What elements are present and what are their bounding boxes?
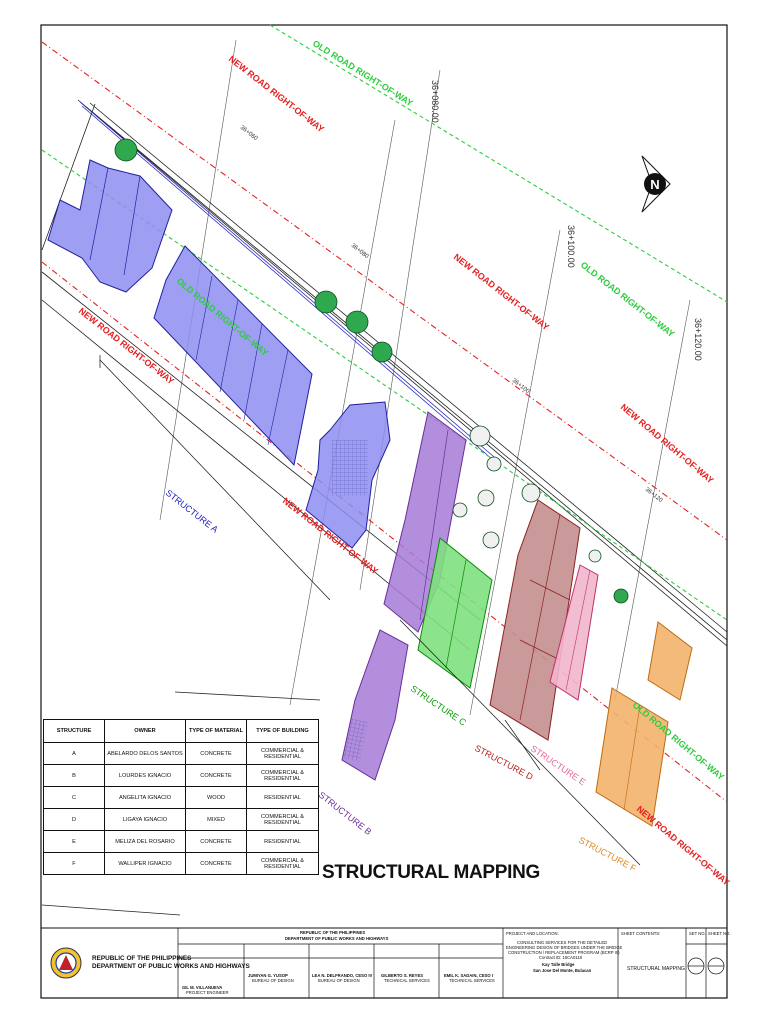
set-no-label: SET NO. — [689, 931, 706, 936]
table-cell: MIXED — [185, 808, 247, 831]
signatory-1-role: PROJECT ENGINEER — [186, 990, 229, 995]
table-row: B LOURDES IGNACIO CONCRETE COMMERCIAL & … — [43, 764, 319, 787]
table-cell: C — [43, 786, 105, 809]
structure-f-label: STRUCTURE F — [577, 835, 638, 874]
agency-line-1: REPUBLIC OF THE PHILIPPINES — [92, 955, 192, 962]
table-cell: E — [43, 830, 105, 853]
table-cell: RESIDENTIAL — [246, 786, 319, 809]
table-header: OWNER — [104, 719, 186, 743]
station-mark-3: 36+100 — [511, 378, 531, 396]
center-header-2: DEPARTMENT OF PUBLIC WORKS AND HIGHWAYS — [285, 936, 389, 941]
center-header-1: REPUBLIC OF THE PHILIPPINES — [300, 930, 366, 935]
table-cell: MELIZA DEL ROSARIO — [104, 830, 186, 853]
signatory-1-name: GIL M. VILLANUEVA — [182, 985, 223, 990]
structure-c-label: STRUCTURE C — [409, 683, 468, 728]
bridge-name: Kay Talle Bridge — [542, 962, 575, 967]
sheet-contents: STRUCTURAL MAPPING — [627, 966, 685, 972]
table-cell: ABELARDO DELOS SANTOS — [104, 742, 186, 765]
signatory-4-name: GILBERTO S. REYES — [381, 973, 424, 978]
table-cell: ANGELITA IGNACIO — [104, 786, 186, 809]
table-cell: COMMERCIAL & RESIDENTIAL — [246, 852, 319, 875]
trees — [114, 138, 629, 604]
station-lines — [159, 39, 691, 716]
signatory-5-name: EMIL K. SADAIN, CESO I — [444, 973, 494, 978]
structure-b-label: STRUCTURE B — [317, 790, 374, 837]
project-label: PROJECT AND LOCATION: — [506, 931, 559, 936]
station-mark-1: 36+060 — [239, 125, 259, 143]
station-mark-2: 36+080 — [350, 243, 370, 261]
table-cell: B — [43, 764, 105, 787]
table-row: E MELIZA DEL ROSARIO CONCRETE RESIDENTIA… — [43, 830, 319, 853]
table-cell: COMMERCIAL & RESIDENTIAL — [246, 764, 319, 787]
new-row-label-4: NEW ROAD RIGHT-OF-WAY — [452, 252, 551, 333]
svg-text:N: N — [650, 177, 659, 192]
signatory-2-name: JUMIYAN G. YUSOP — [248, 973, 288, 978]
structure-e — [549, 564, 599, 701]
new-row-label-6: NEW ROAD RIGHT-OF-WAY — [635, 804, 732, 888]
project-line-2: ENGINEERING DESIGN OF BRIDGES UNDER THE … — [506, 945, 623, 950]
table-cell: CONCRETE — [185, 742, 247, 765]
new-row-label-5: NEW ROAD RIGHT-OF-WAY — [619, 402, 716, 486]
structure-a — [47, 159, 391, 549]
project-line-3: CONSTRUCTION / REPLACEMENT PROGRAM (BCRP… — [508, 950, 620, 955]
table-header-row: STRUCTURE OWNER TYPE OF MATERIAL TYPE OF… — [43, 719, 319, 743]
table-cell: CONCRETE — [185, 830, 247, 853]
structure-table: STRUCTURE OWNER TYPE OF MATERIAL TYPE OF… — [43, 719, 319, 875]
table-cell: CONCRETE — [185, 764, 247, 787]
project-line-1: CONSULTING SERVICES FOR THE DETAILED — [517, 940, 608, 945]
bridge-location: San Jose Del Monte, Bulacan — [533, 968, 592, 973]
table-cell: D — [43, 808, 105, 831]
table-cell: WOOD — [185, 786, 247, 809]
station-label-1: 36+080.00 — [430, 80, 440, 123]
old-row-label-3: OLD ROAD RIGHT-OF-WAY — [579, 260, 677, 339]
table-row: F WALLIPER IGNACIO CONCRETE COMMERCIAL &… — [43, 852, 319, 875]
north-arrow-icon: N — [641, 155, 671, 213]
signatory-5-role: TECHNICAL SERVICES — [449, 978, 495, 983]
new-row-lines — [41, 41, 728, 803]
table-row: D LIGAYA IGNACIO MIXED COMMERCIAL & RESI… — [43, 808, 319, 831]
table-cell: LIGAYA IGNACIO — [104, 808, 186, 831]
agency-line-2: DEPARTMENT OF PUBLIC WORKS AND HIGHWAYS — [92, 963, 250, 970]
table-header: TYPE OF BUILDING — [246, 719, 319, 743]
structure-d — [489, 499, 581, 741]
signatory-2-role: BUREAU OF DESIGN — [252, 978, 294, 983]
table-cell: RESIDENTIAL — [246, 830, 319, 853]
agency-name: REPUBLIC OF THE PHILIPPINES DEPARTMENT O… — [92, 955, 250, 971]
signatory-3-role: BUREAU OF DESIGN — [318, 978, 360, 983]
table-cell: F — [43, 852, 105, 875]
table-cell: COMMERCIAL & RESIDENTIAL — [246, 808, 319, 831]
table-cell: WALLIPER IGNACIO — [104, 852, 186, 875]
structure-b — [341, 411, 467, 781]
sheet-no-label: SHEET NO. — [708, 931, 731, 936]
station-label-2: 36+100.00 — [566, 225, 576, 268]
signatory-3-name: LEA N. DELFRANDO, CESO IV — [312, 973, 373, 978]
table-row: A ABELARDO DELOS SANTOS CONCRETE COMMERC… — [43, 742, 319, 765]
structure-f — [595, 621, 693, 827]
signatory-4-role: TECHNICAL SERVICES — [384, 978, 430, 983]
table-header: STRUCTURE — [43, 719, 105, 743]
table-cell: LOURDES IGNACIO — [104, 764, 186, 787]
page-title: STRUCTURAL MAPPING — [322, 862, 541, 883]
dpwh-seal-icon — [50, 947, 82, 979]
new-row-label-1: NEW ROAD RIGHT-OF-WAY — [227, 54, 326, 135]
station-label-3: 36+120.00 — [693, 318, 703, 361]
sheet-contents-label: SHEET CONTENTS: — [621, 931, 661, 936]
structure-c — [417, 537, 493, 689]
table-cell: A — [43, 742, 105, 765]
structure-e-label: STRUCTURE E — [529, 743, 588, 787]
old-row-lines — [41, 24, 728, 621]
station-mark-4: 36+120 — [644, 487, 664, 505]
project-line-4: Contract ID: 15CA0118 — [539, 955, 582, 960]
old-row-label-1: OLD ROAD RIGHT-OF-WAY — [311, 38, 415, 108]
table-cell: CONCRETE — [185, 852, 247, 875]
sheet-border — [40, 24, 728, 999]
table-cell: COMMERCIAL & RESIDENTIAL — [246, 742, 319, 765]
title-block — [177, 928, 727, 998]
structure-a-label: STRUCTURE A — [164, 488, 220, 535]
table-header: TYPE OF MATERIAL — [185, 719, 247, 743]
table-row: C ANGELITA IGNACIO WOOD RESIDENTIAL — [43, 786, 319, 809]
